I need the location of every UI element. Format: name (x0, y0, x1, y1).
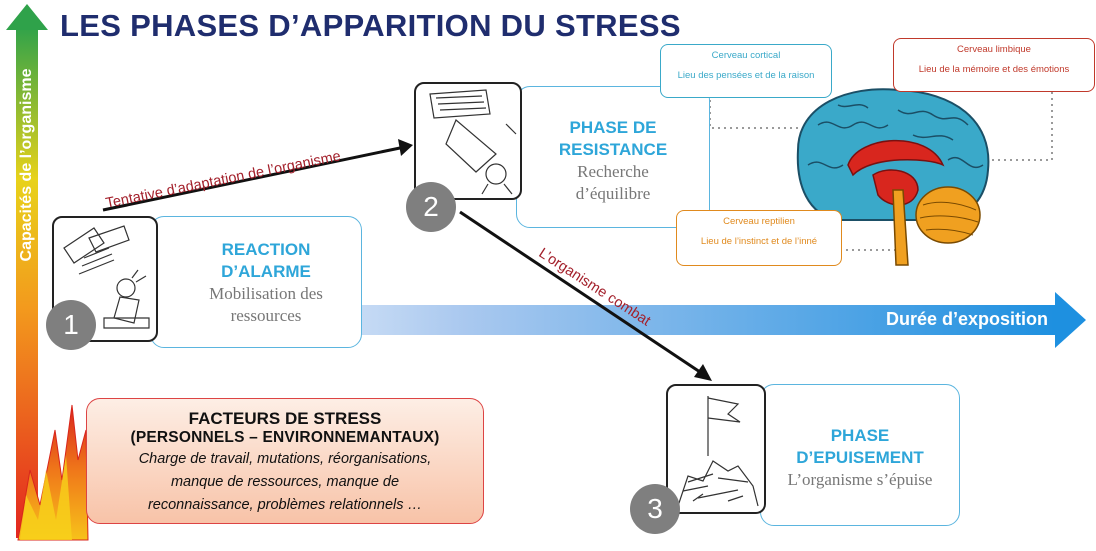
limbique-name: Cerveau limbique (957, 44, 1031, 55)
phase-1-title-line2: D’ALARME (221, 262, 311, 281)
phase-2-number-badge: 2 (406, 182, 456, 232)
factors-subtitle: (PERSONNELS – ENVIRONNEMANTAUX) (130, 429, 440, 446)
phase-2-title-line2: RESISTANCE (558, 140, 668, 159)
vertical-axis-arrow (6, 4, 48, 538)
exhaustion-sketch-image (666, 384, 766, 514)
factors-title: FACTEURS DE STRESS (188, 409, 382, 428)
limbique-desc: Lieu de la mémoire et des émotions (918, 64, 1070, 75)
phase-3-title-line2: D’EPUISEMENT (796, 448, 924, 467)
phase-2-sub-line1: Recherche (577, 162, 649, 181)
cortical-name: Cerveau cortical (711, 50, 781, 61)
phase-2-title-line1: PHASE DE (569, 118, 657, 137)
phase-1-box: REACTION D’ALARME Mobilisation des resso… (150, 216, 362, 348)
factors-line-3: reconnaissance, problèmes relationnels … (147, 497, 423, 513)
phase-2-sub-line2: d’équilibre (575, 184, 651, 203)
adaptation-arrow (102, 139, 413, 212)
factors-line-1: Charge de travail, mutations, réorganisa… (138, 451, 432, 467)
vertical-axis-text: Capacités de l’organisme (18, 68, 35, 262)
phase-3-sub-line1: L’organisme s’épuise (787, 470, 933, 489)
phase-3-box: PHASE D’EPUISEMENT L’organisme s’épuise (760, 384, 960, 526)
resistance-sketch-image (414, 82, 522, 200)
page-title: LES PHASES D’APPARITION DU STRESS (60, 8, 681, 43)
resistance-sketch-drawing (429, 89, 517, 195)
combat-arrow (459, 210, 712, 381)
reptilien-desc: Lieu de l’instinct et de l’inné (700, 236, 818, 247)
limbique-label-box: Cerveau limbique Lieu de la mémoire et d… (893, 38, 1095, 92)
cortical-label-box: Cerveau cortical Lieu des pensées et de … (660, 44, 832, 98)
phase-1-title-line1: REACTION (221, 240, 311, 259)
alarm-sketch-drawing (63, 225, 150, 329)
phase-1-sub-line2: ressources (230, 306, 302, 325)
duration-label: Durée d’exposition (886, 309, 1049, 329)
cortical-desc: Lieu des pensées et de la raison (677, 70, 815, 81)
reptilien-label-box: Cerveau reptilien Lieu de l’instinct et … (676, 210, 842, 266)
stress-factors-box: FACTEURS DE STRESS (PERSONNELS – ENVIRON… (86, 398, 484, 524)
phase-1-sub-line1: Mobilisation des (209, 284, 323, 303)
phase-2-box: PHASE DE RESISTANCE Recherche d’équilibr… (516, 86, 710, 228)
phase-1-number-badge: 1 (46, 300, 96, 350)
exhaustion-sketch-drawing (677, 396, 759, 507)
reptilien-name: Cerveau reptilien (723, 216, 795, 227)
phase-3-title-line1: PHASE (830, 426, 890, 445)
factors-line-2: manque de ressources, manque de (170, 474, 400, 490)
vertical-axis-label: Capacités de l’organisme (13, 40, 41, 290)
phase-3-number-badge: 3 (630, 484, 680, 534)
